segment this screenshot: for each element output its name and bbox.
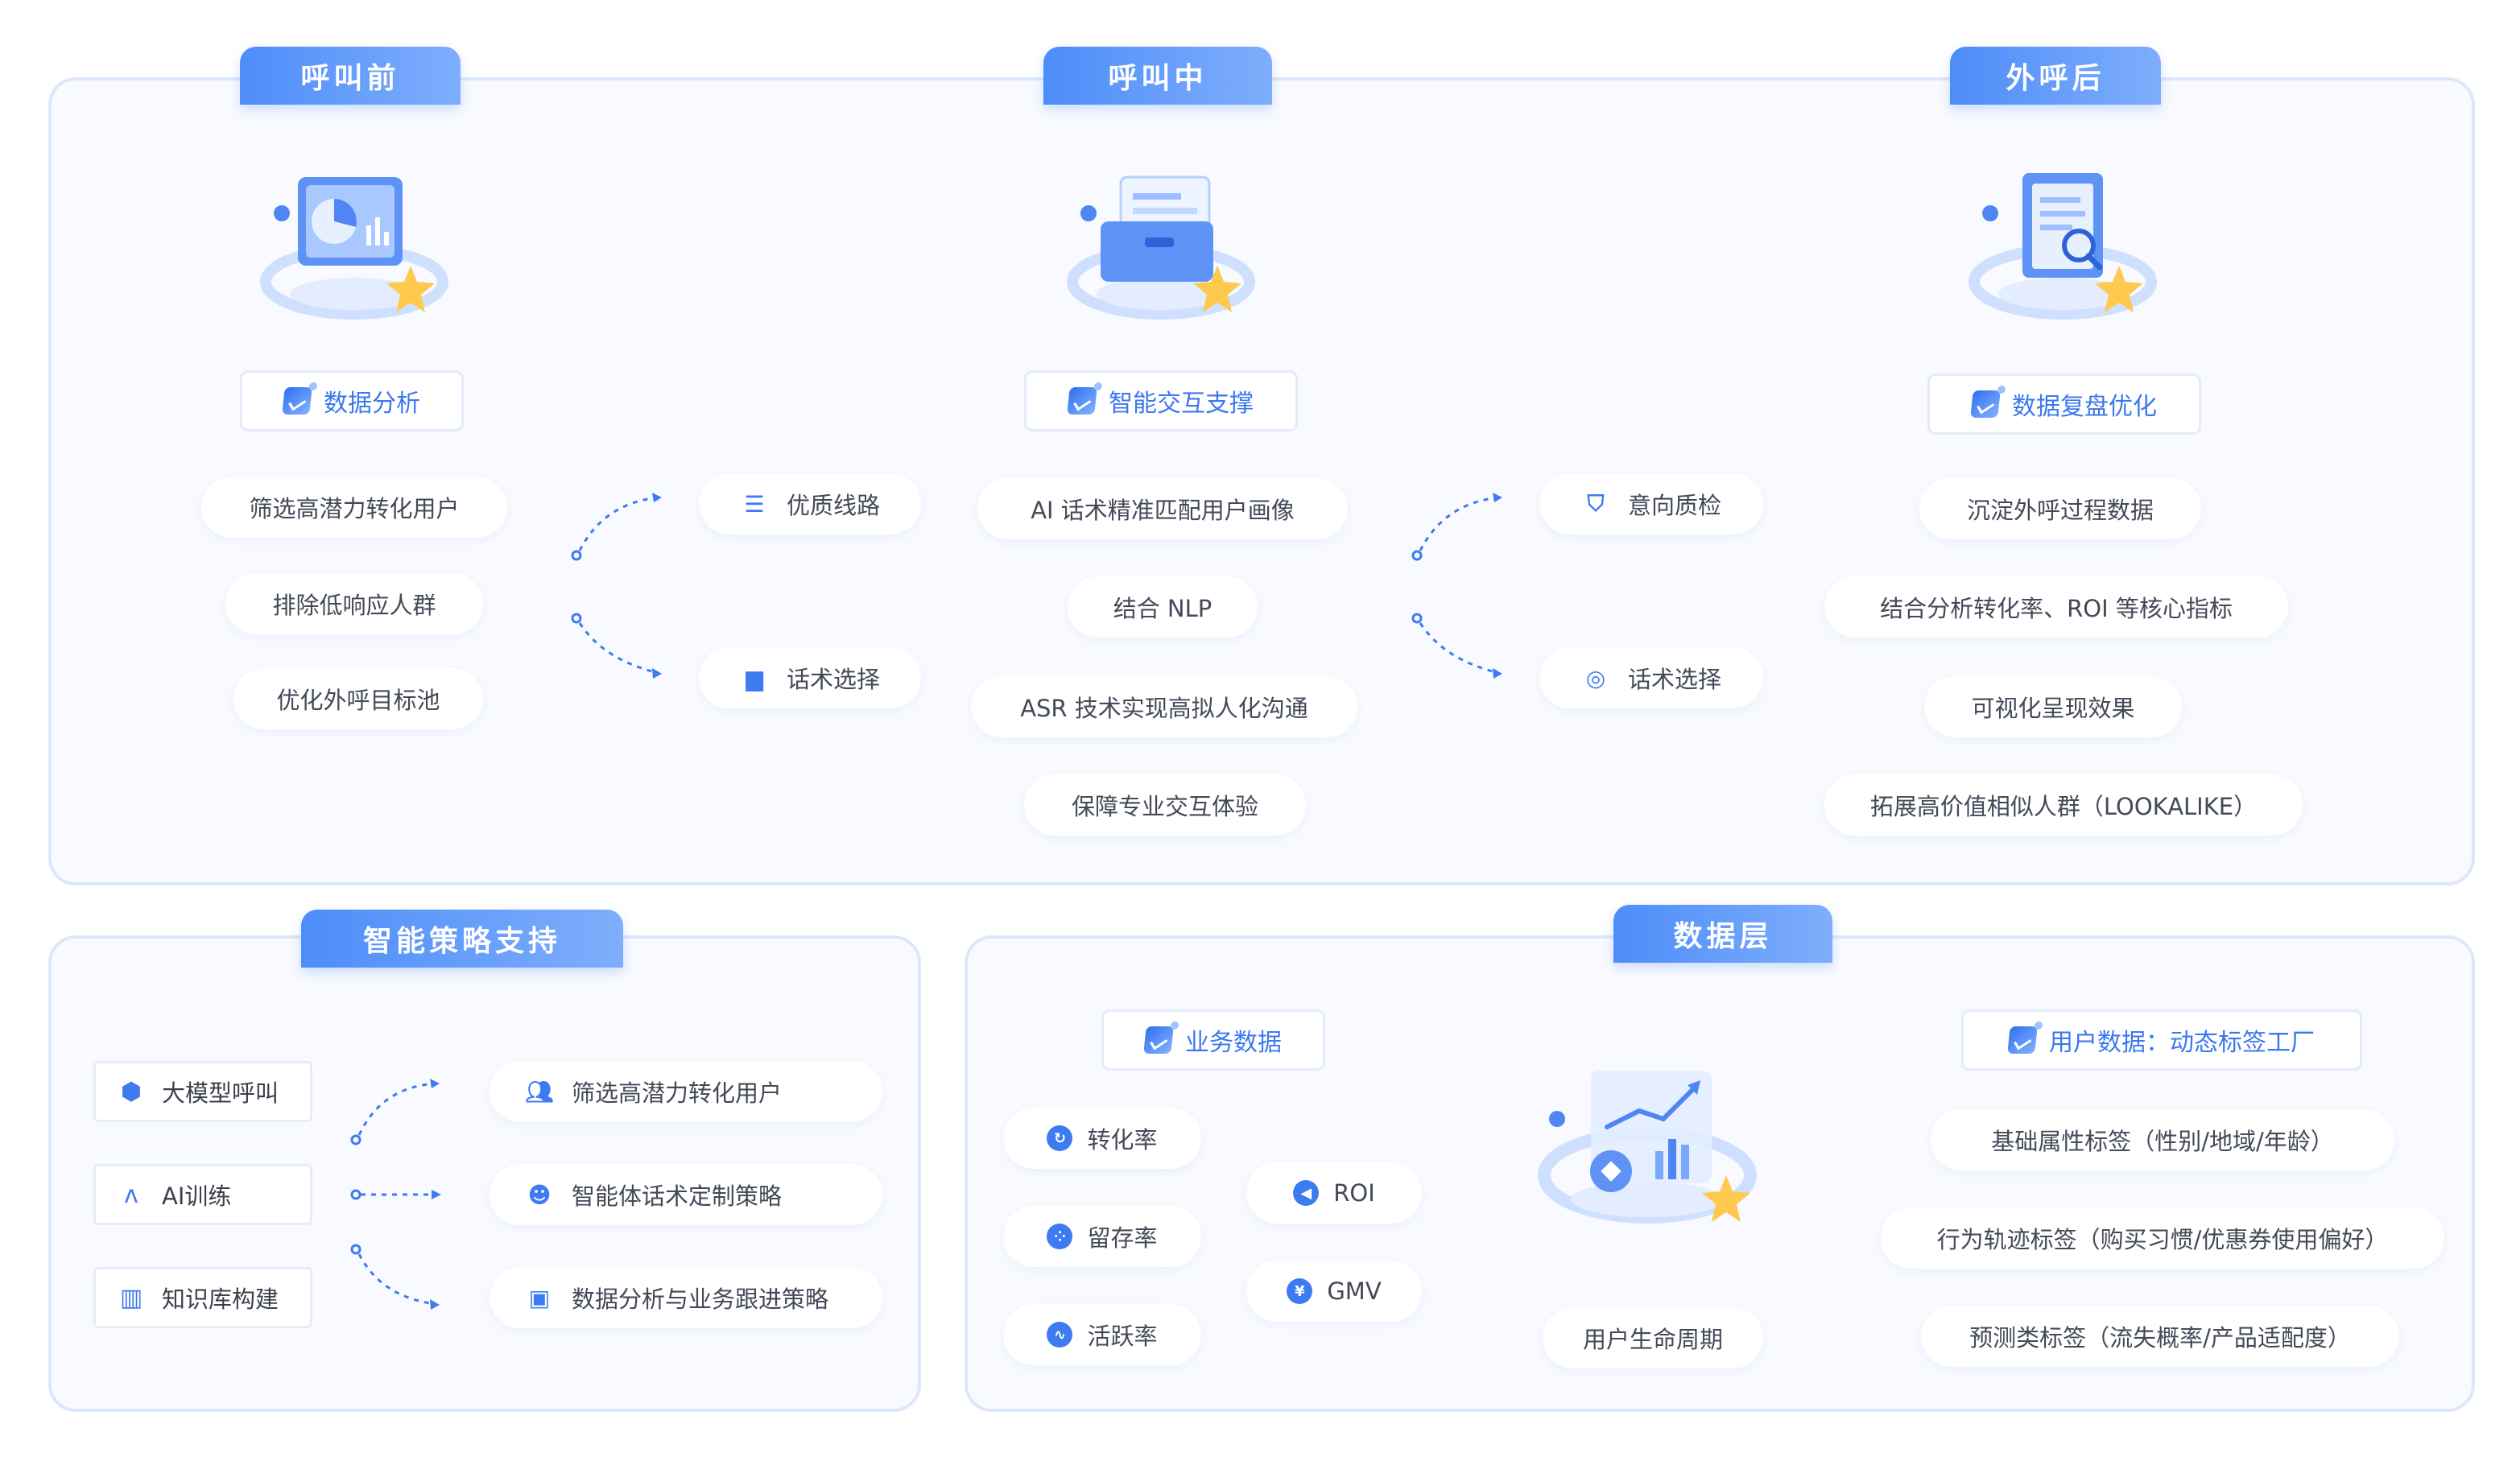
before-item: 排除低响应人群 (225, 573, 483, 634)
after-item: 拓展高价值相似人群（LOOKALIKE） (1824, 774, 2303, 836)
branch-script-select: ▆ 话术选择 (699, 647, 921, 708)
branch-intent-check: ⛉ 意向质检 (1539, 473, 1763, 535)
tab-during-call: 呼叫中 (1043, 47, 1272, 105)
metric-conversion: ↻ 转化率 (1003, 1108, 1201, 1169)
chart-card-icon (282, 387, 312, 415)
business-data-title: 业务数据 (1185, 1029, 1282, 1057)
tab-data-layer: 数据层 (1613, 905, 1832, 963)
after-item: 可视化呈现效果 (1924, 676, 2182, 737)
chart-card-icon (1067, 387, 1097, 415)
metric-gmv: ¥ GMV (1246, 1261, 1422, 1322)
user-tag: 预测类标签（流失概率/产品适配度） (1921, 1306, 2399, 1367)
before-item: 优化外呼目标池 (233, 668, 483, 729)
strategy-input-llm-call: ⬢ 大模型呼叫 (93, 1061, 312, 1122)
before-branch-arrows (571, 493, 662, 679)
briefcase-icon: ▣ (528, 1284, 551, 1311)
chart-card-icon (1143, 1026, 1174, 1054)
user-data-title: 用户数据：动态标签工厂 (2049, 1029, 2315, 1057)
after-title: 数据复盘优化 (2012, 393, 2157, 421)
tab-after-call: 外呼后 (1950, 47, 2161, 105)
after-item: 沉淀外呼过程数据 (1919, 478, 2201, 539)
branch-label: 优质线路 (786, 492, 880, 519)
during-title-box: 智能交互支撑 (1024, 370, 1298, 431)
metric-label: GMV (1327, 1277, 1382, 1305)
during-title: 智能交互支撑 (1109, 390, 1254, 418)
tab-strategy: 智能策略支持 (301, 910, 623, 968)
document-search-illustration (1968, 173, 2157, 320)
user-lifecycle: 用户生命周期 (1543, 1307, 1763, 1368)
activity-icon: ∿ (1047, 1322, 1073, 1348)
metric-label: 留存率 (1087, 1224, 1158, 1252)
branch-label: 话术选择 (786, 666, 880, 693)
metric-activity: ∿ 活跃率 (1003, 1304, 1201, 1365)
sliders-icon: ☰ (744, 490, 765, 518)
strategy-output-high-potential: 👥︎ 筛选高潜力转化用户 (490, 1061, 882, 1122)
users-icon: 👥︎ (525, 1078, 554, 1105)
retention-icon: ⁘ (1047, 1224, 1073, 1249)
roi-icon: ◀ (1293, 1180, 1320, 1206)
cube-icon: ⬢ (120, 1077, 143, 1106)
during-item: 保障专业交互体验 (1024, 774, 1306, 836)
strategy-output-analysis-followup: ▣ 数据分析与业务跟进策略 (490, 1267, 882, 1328)
input-label: 大模型呼叫 (162, 1079, 279, 1107)
during-item: ASR 技术实现高拟人化沟通 (971, 676, 1357, 737)
target-icon: ◎ (1585, 664, 1606, 691)
chart-card-icon (1970, 390, 2001, 418)
yuan-icon: ¥ (1287, 1278, 1313, 1304)
input-label: AI训练 (162, 1183, 232, 1210)
metric-label: 转化率 (1087, 1126, 1158, 1154)
metric-roi: ◀ ROI (1246, 1162, 1422, 1224)
chat-icon: ▆ (746, 664, 763, 691)
strategy-input-ai-training: ʌ AI训练 (93, 1164, 312, 1225)
metric-retention: ⁘ 留存率 (1003, 1206, 1201, 1267)
strategy-input-knowledge-base: ▥ 知识库构建 (93, 1267, 312, 1328)
output-label: 智能体话术定制策略 (572, 1183, 783, 1210)
branch-script-select: ◎ 话术选择 (1539, 647, 1763, 708)
during-item: 结合 NLP (1068, 576, 1258, 638)
business-data-title-box: 业务数据 (1101, 1009, 1325, 1071)
book-icon: ▥ (119, 1283, 143, 1312)
chart-card-icon (2007, 1026, 2038, 1054)
mail-folder-illustration (1067, 175, 1255, 320)
output-label: 数据分析与业务跟进策略 (572, 1286, 829, 1313)
before-title: 数据分析 (324, 390, 420, 418)
after-title-box: 数据复盘优化 (1927, 374, 2201, 435)
user-data-title-box: 用户数据：动态标签工厂 (1961, 1009, 2362, 1071)
after-item: 结合分析转化率、ROI 等核心指标 (1824, 576, 2288, 638)
tab-before-call: 呼叫前 (240, 47, 461, 105)
conversion-icon: ↻ (1047, 1125, 1073, 1151)
agent-icon: ☻ (527, 1181, 552, 1208)
analytics-screen-illustration (260, 177, 448, 320)
branch-label: 意向质检 (1627, 492, 1721, 519)
before-title-box: 数据分析 (240, 370, 464, 431)
during-branch-arrows (1411, 493, 1502, 679)
branch-label: 话术选择 (1627, 666, 1721, 693)
during-item: AI 话术精准匹配用户画像 (977, 478, 1348, 539)
shield-check-icon: ⛉ (1587, 490, 1605, 517)
user-tag: 行为轨迹标签（购买习惯/优惠券使用偏好） (1881, 1207, 2444, 1269)
user-tag: 基础属性标签（性别/地域/年龄） (1931, 1109, 2394, 1170)
metric-label: ROI (1333, 1179, 1375, 1207)
branch-quality-line: ☰ 优质线路 (699, 473, 921, 535)
metric-label: 活跃率 (1087, 1323, 1158, 1350)
ai-icon: ʌ (124, 1180, 138, 1209)
input-label: 知识库构建 (162, 1286, 279, 1313)
before-item: 筛选高潜力转化用户 (201, 477, 507, 538)
strategy-output-agent-script: ☻ 智能体话术定制策略 (490, 1164, 882, 1225)
strategy-arrows (350, 1079, 441, 1310)
data-chart-illustration (1538, 1071, 1757, 1224)
output-label: 筛选高潜力转化用户 (572, 1079, 783, 1107)
